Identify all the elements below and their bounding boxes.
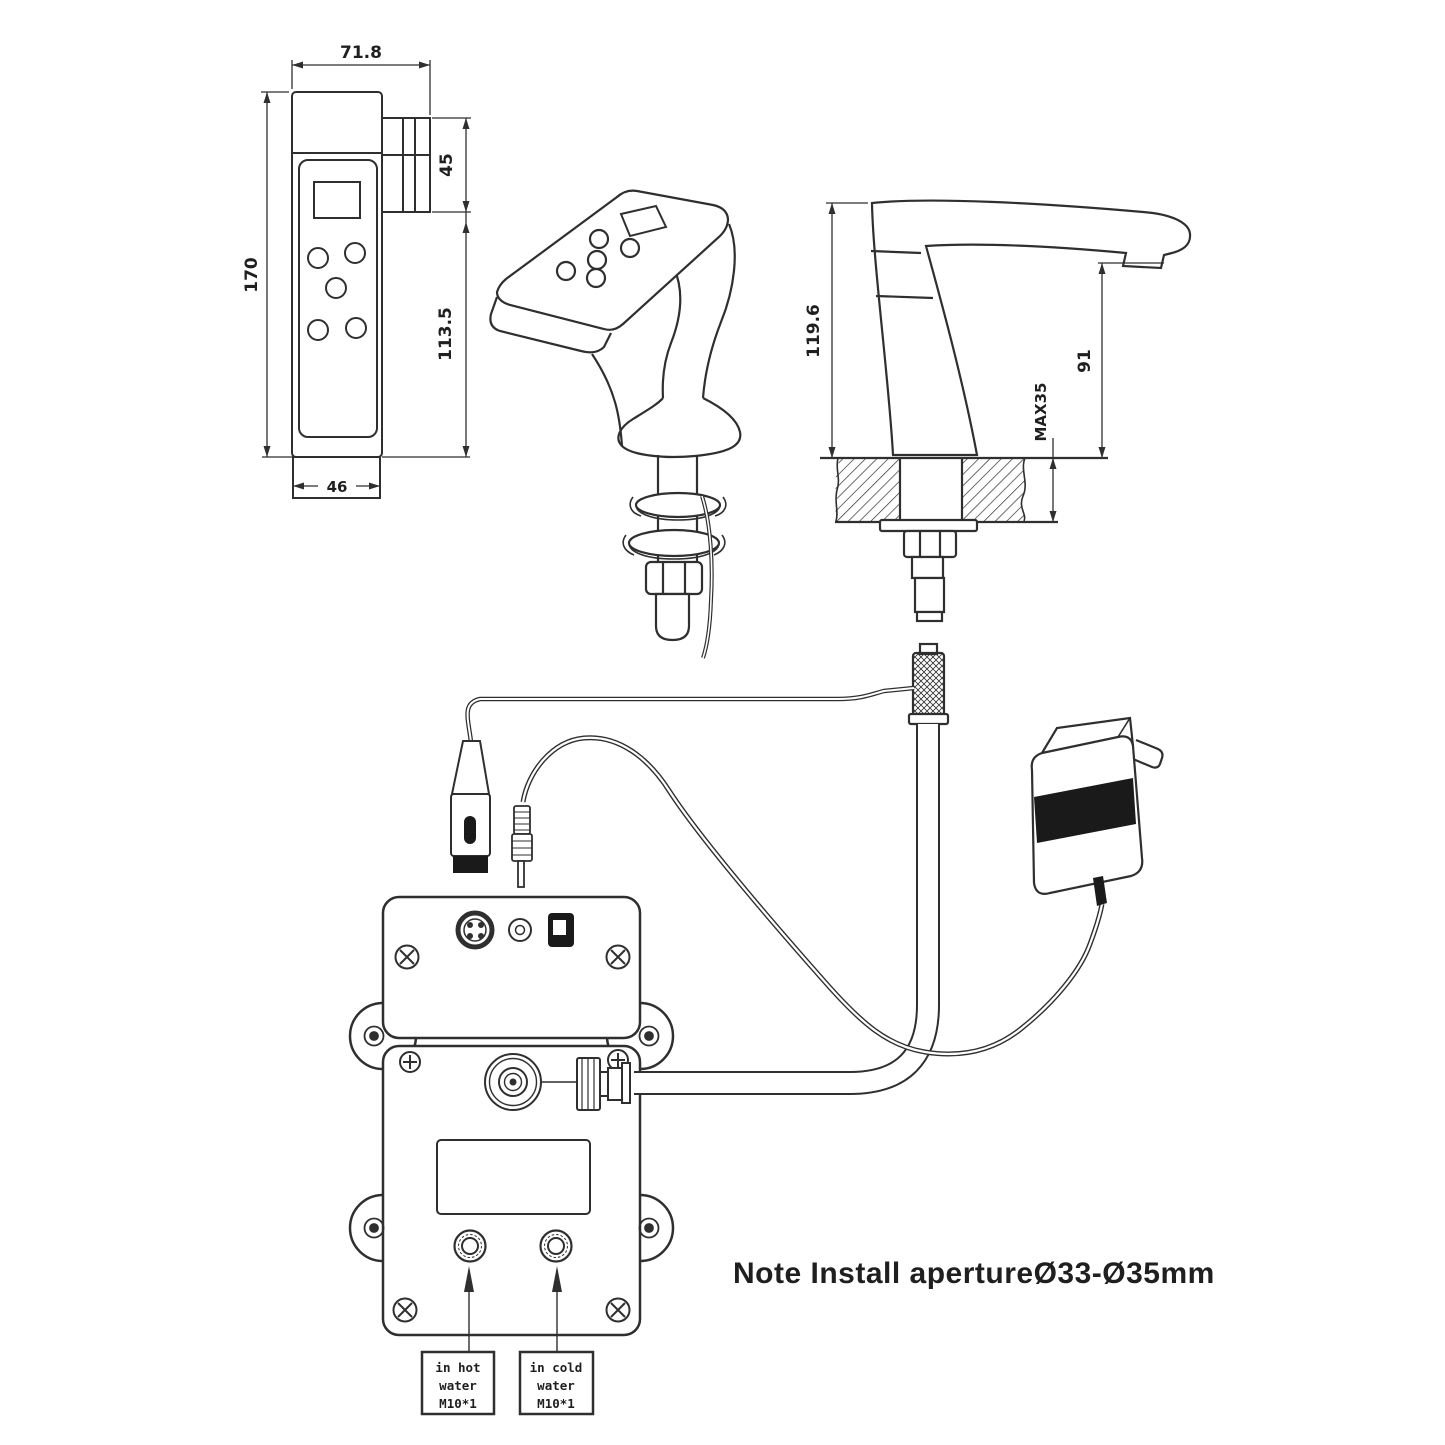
- side-faucet-body: [870, 199, 1192, 457]
- shank-section: [910, 555, 945, 580]
- iso-button: [619, 237, 641, 259]
- hot-label-line1: in hot: [435, 1360, 480, 1375]
- counter-hatch-right: [962, 458, 1026, 521]
- braided-connector: [911, 651, 946, 717]
- iso-button: [585, 267, 607, 289]
- sensor-window-line: [870, 249, 922, 255]
- dim-base-width: 46: [327, 478, 348, 496]
- front-button: [307, 247, 329, 269]
- iso-head-top: [495, 189, 730, 331]
- front-view-dimensions: 71.8 170 45 113.5 46: [242, 43, 471, 496]
- cold-label-line2: water: [537, 1378, 575, 1393]
- control-box: [348, 895, 675, 1337]
- jack-plug: [511, 805, 533, 888]
- front-display-window: [313, 181, 361, 219]
- control-valve: [484, 1053, 577, 1111]
- control-box-lower: [381, 1044, 642, 1337]
- arrow-up-icon: [464, 1266, 474, 1292]
- front-mount-bracket: [381, 117, 431, 213]
- shank-locknut: [902, 529, 958, 559]
- box-label-plate: [436, 1139, 591, 1215]
- iso-base: [617, 397, 742, 459]
- cold-inlet-label-box: [518, 1350, 595, 1416]
- dim-spout-height: 91: [1075, 349, 1095, 373]
- dim-front-height: 170: [242, 257, 262, 293]
- front-button: [345, 317, 367, 339]
- front-control-panel: [298, 159, 378, 438]
- dc-power-socket: [508, 918, 532, 942]
- front-button: [344, 242, 366, 264]
- cold-label-line1: in cold: [530, 1360, 583, 1375]
- iso-arm-outer: [701, 223, 736, 399]
- ear-screws: [363, 1025, 660, 1239]
- iso-sensor-cable: [700, 495, 714, 659]
- counter-broken-edge: [835, 457, 840, 522]
- front-button: [307, 319, 329, 341]
- inlet-holes: [453, 1229, 573, 1263]
- cold-inlet-label: in cold water M10*1: [530, 1360, 583, 1411]
- dim-mount-depth: 45: [437, 153, 457, 177]
- four-pin-socket: [455, 910, 495, 950]
- front-base-foot: [292, 456, 381, 499]
- power-cable: [520, 735, 1105, 1057]
- install-note: Note Install apertureØ33-Ø35mm: [733, 1257, 1215, 1290]
- four-pin-connector: [450, 740, 491, 873]
- dim-panel-height: 113.5: [436, 307, 456, 361]
- iso-neck-edge: [591, 353, 624, 447]
- control-box-upper: [381, 895, 642, 1040]
- outlet-fitting: [576, 1057, 631, 1111]
- dim-side-height: 119.6: [804, 304, 824, 358]
- hose-tail: [915, 610, 944, 623]
- iso-display-window: [619, 204, 668, 238]
- counter-hatch-left: [834, 458, 900, 521]
- iso-rubber-washer: [627, 528, 721, 558]
- side-view: [820, 199, 1192, 726]
- hot-inlet-label-box: [420, 1350, 496, 1416]
- iso-arm-inner: [661, 267, 682, 399]
- adapter-label-band: [1034, 778, 1136, 843]
- supply-hose: [634, 724, 940, 1095]
- shank-flange: [878, 518, 979, 533]
- front-view: [291, 91, 431, 499]
- front-body-outline: [291, 91, 383, 458]
- side-view-dimensions: 119.6 91 MAX35: [804, 202, 1164, 522]
- cold-label-line3: M10*1: [537, 1396, 575, 1411]
- sensor-cable: [465, 685, 915, 743]
- iso-button: [588, 228, 610, 250]
- inlet-annotations: in hot water M10*1 in cold water M10*1: [420, 1266, 595, 1416]
- iso-button: [586, 249, 608, 271]
- box-top-connectors: [455, 910, 574, 950]
- arrow-up-icon: [552, 1266, 562, 1292]
- connector-slot: [464, 816, 476, 844]
- adapter-prong: [1132, 738, 1164, 769]
- iso-lock-nut: [644, 560, 704, 596]
- corner-screws: [392, 944, 631, 1323]
- hot-label-line3: M10*1: [439, 1396, 477, 1411]
- power-adapter: [1030, 716, 1164, 906]
- hot-label-line2: water: [439, 1378, 477, 1393]
- dim-counter-max: MAX35: [1032, 383, 1050, 442]
- adapter-cord-boot: [1093, 876, 1107, 906]
- hose-nipple: [913, 576, 946, 614]
- iso-head-side: [489, 296, 612, 354]
- iso-view: [489, 189, 742, 659]
- counter-broken-edge: [1020, 457, 1026, 522]
- hot-inlet-label: in hot water M10*1: [435, 1360, 480, 1411]
- jack-tip: [517, 860, 525, 888]
- sensor-window-line: [875, 294, 934, 300]
- iso-threaded-tip: [654, 592, 691, 642]
- dim-front-width: 71.8: [340, 43, 382, 63]
- connector-band: [453, 856, 488, 873]
- iso-button: [555, 260, 577, 282]
- connector-collar: [907, 712, 950, 726]
- front-button: [325, 277, 347, 299]
